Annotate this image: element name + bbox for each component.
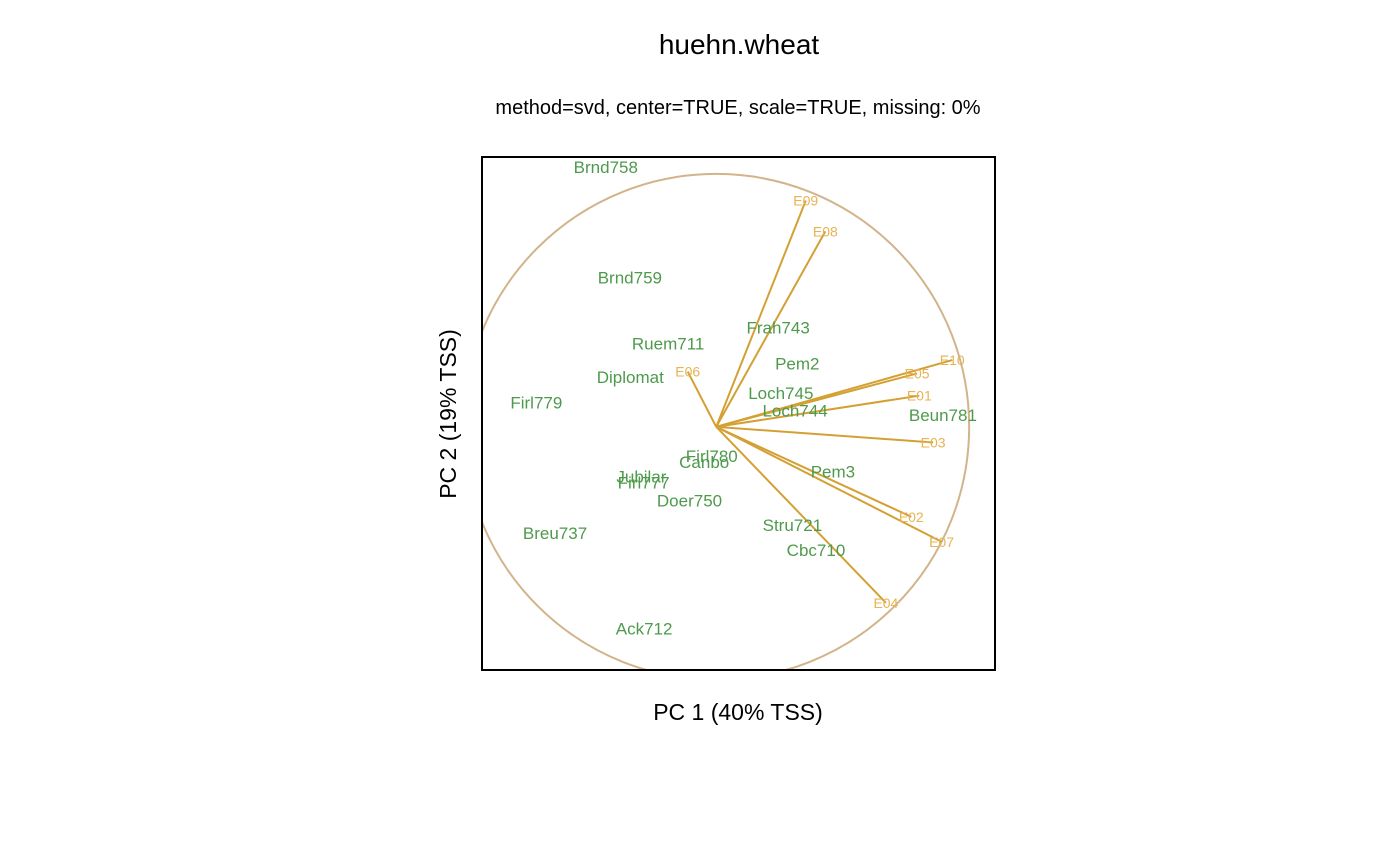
y-axis-label: PC 2 (19% TSS) bbox=[435, 329, 461, 499]
chart-title: huehn.wheat bbox=[659, 29, 820, 60]
environment-label-e10: E10 bbox=[940, 352, 965, 368]
genotype-label-diplomat: Diplomat bbox=[597, 368, 664, 387]
environment-vector-e08 bbox=[715, 230, 827, 428]
genotype-label-cbc710: Cbc710 bbox=[787, 541, 846, 560]
environment-label-e01: E01 bbox=[907, 388, 932, 404]
environment-vector-e01 bbox=[716, 394, 920, 428]
genotype-label-ruem711: Ruem711 bbox=[632, 335, 704, 354]
genotype-label-frah743: Frah743 bbox=[746, 319, 809, 338]
environment-label-e02: E02 bbox=[899, 509, 924, 525]
environment-vector-e03 bbox=[716, 425, 934, 444]
genotype-label-brnd758: Brnd758 bbox=[574, 158, 638, 177]
chart-subtitle: method=svd, center=TRUE, scale=TRUE, mis… bbox=[495, 97, 980, 119]
genotype-label-canbo: Canbo bbox=[679, 453, 729, 472]
environment-vector-e06 bbox=[686, 371, 718, 428]
environment-vector-e07 bbox=[715, 425, 943, 543]
x-axis-label: PC 1 (40% TSS) bbox=[653, 699, 823, 725]
environment-label-e08: E08 bbox=[813, 223, 838, 239]
genotype-label-firl780: Firl780 bbox=[686, 447, 738, 466]
genotype-label-beun781: Beun781 bbox=[909, 406, 977, 425]
environment-vector-e10 bbox=[715, 359, 953, 428]
environment-label-e06: E06 bbox=[675, 364, 700, 380]
environment-label-e07: E07 bbox=[929, 534, 954, 550]
correlation-circle bbox=[482, 173, 971, 670]
genotype-label-loch745: Loch745 bbox=[748, 384, 813, 403]
environment-vector-e02 bbox=[715, 425, 912, 518]
environment-vector-e04 bbox=[715, 426, 887, 604]
environment-vector-e09 bbox=[715, 200, 807, 428]
environment-label-e03: E03 bbox=[921, 434, 946, 450]
environment-label-e05: E05 bbox=[905, 365, 930, 381]
genotype-label-ack712: Ack712 bbox=[616, 620, 673, 639]
environment-vectors bbox=[686, 200, 953, 604]
genotype-label-pem3: Pem3 bbox=[811, 462, 855, 481]
genotype-label-loch744: Loch744 bbox=[762, 401, 827, 420]
environment-label-e04: E04 bbox=[873, 595, 898, 611]
environment-label-e09: E09 bbox=[793, 193, 818, 209]
genotype-label-firl779: Firl779 bbox=[510, 393, 562, 412]
genotype-label-brnd759: Brnd759 bbox=[598, 269, 662, 288]
genotype-label-firl777: Firl777 bbox=[618, 474, 670, 493]
genotype-label-pem2: Pem2 bbox=[775, 355, 819, 374]
genotype-label-doer750: Doer750 bbox=[657, 491, 722, 510]
plot-frame bbox=[481, 156, 996, 671]
genotype-label-breu737: Breu737 bbox=[523, 524, 587, 543]
genotype-label-jubilar: Jubilar bbox=[616, 468, 666, 487]
genotype-label-stru721: Stru721 bbox=[763, 516, 823, 535]
